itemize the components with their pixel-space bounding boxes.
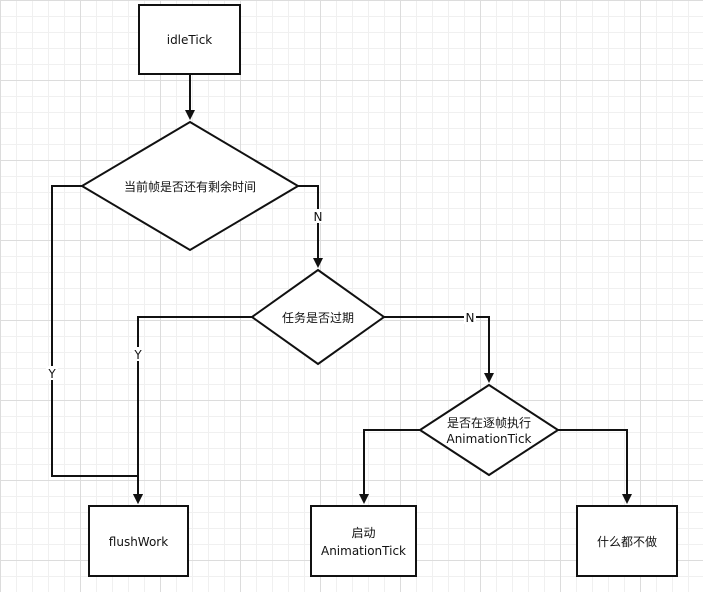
decision-task-expired-label: 任务是否过期 xyxy=(282,310,354,325)
decision-task-expired: 任务是否过期 xyxy=(250,268,386,366)
edge-expired-no-to-animating xyxy=(384,316,494,383)
decision-animating-label-line2: AnimationTick xyxy=(446,432,531,446)
edge-label-has-time-no: N xyxy=(314,210,323,224)
node-start-animation-line1: 启动 xyxy=(351,526,375,540)
node-flush-work-label: flushWork xyxy=(109,535,168,549)
node-flush-work: flushWork xyxy=(88,505,189,577)
edge-label-expired-no: N xyxy=(466,311,475,325)
edge-animating-to-nothing xyxy=(558,429,632,504)
decision-animating: 是否在逐帧执行 AnimationTick xyxy=(418,383,560,477)
node-do-nothing: 什么都不做 xyxy=(576,505,678,577)
edge-has-time-yes-to-flush xyxy=(51,185,143,504)
edge-label-expired-yes: Y xyxy=(133,348,142,362)
node-idle-tick-label: idleTick xyxy=(167,33,213,47)
decision-has-remaining-time: 当前帧是否还有剩余时间 xyxy=(80,120,300,252)
edge-label-has-time-yes: Y xyxy=(47,367,56,381)
node-start-animation-line2: AnimationTick xyxy=(321,544,406,558)
edge-has-time-no-to-expired xyxy=(298,185,323,268)
node-idle-tick: idleTick xyxy=(138,4,241,75)
node-do-nothing-label: 什么都不做 xyxy=(597,534,657,549)
decision-animating-label-line1: 是否在逐帧执行 xyxy=(447,416,531,430)
edge-animating-to-start xyxy=(359,429,420,504)
node-start-animation: 启动 AnimationTick xyxy=(310,505,417,577)
edge-expired-yes-to-flush xyxy=(133,316,252,504)
decision-has-remaining-time-label: 当前帧是否还有剩余时间 xyxy=(124,179,256,194)
